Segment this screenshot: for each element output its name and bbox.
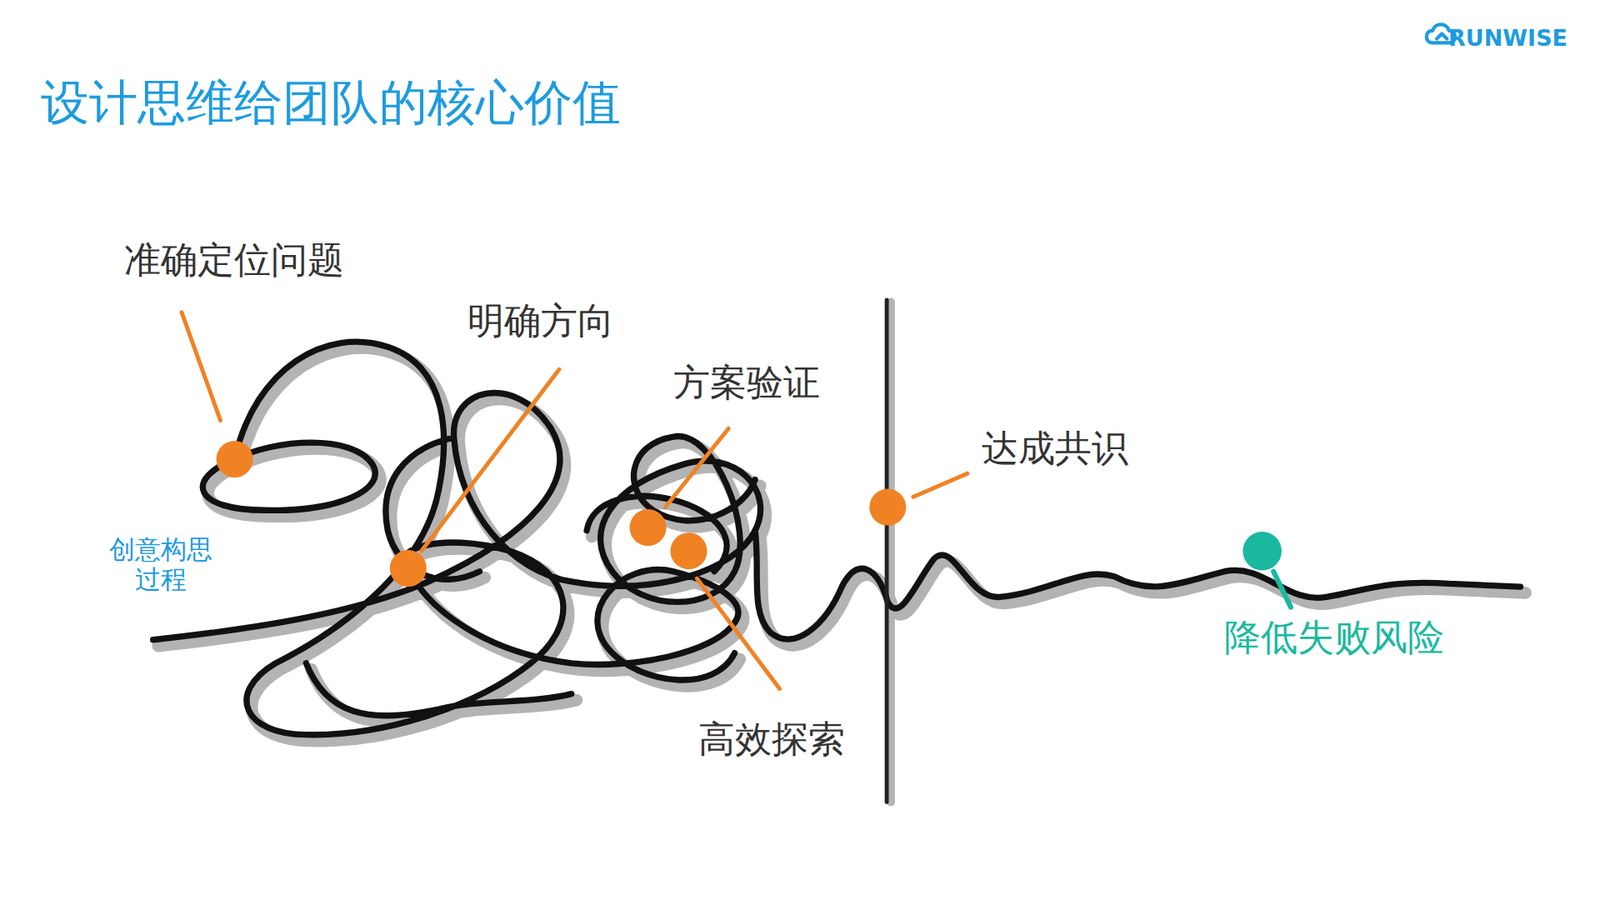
callout-label: 达成共识 [981, 427, 1129, 470]
callout-label: 准确定位问题 [124, 239, 345, 282]
callout-dot [1242, 531, 1282, 571]
slide-title: 设计思维给团队的核心价值 [40, 75, 621, 131]
brand-logo: RUNWISE [1448, 25, 1568, 51]
leader-lines [181, 312, 968, 690]
outcome-label: 降低失败风险 [1224, 616, 1445, 660]
callout-label: 高效探索 [698, 718, 845, 761]
callout-dots [216, 440, 907, 587]
leader-line [1273, 571, 1291, 608]
callout-label: 方案验证 [673, 361, 820, 405]
callout-label: 明确方向 [467, 300, 615, 343]
tangle-shadow [158, 347, 1526, 741]
tangle-line [153, 341, 1521, 735]
divider-line [885, 300, 890, 802]
side-note: 创意构思 过程 [100, 535, 222, 595]
